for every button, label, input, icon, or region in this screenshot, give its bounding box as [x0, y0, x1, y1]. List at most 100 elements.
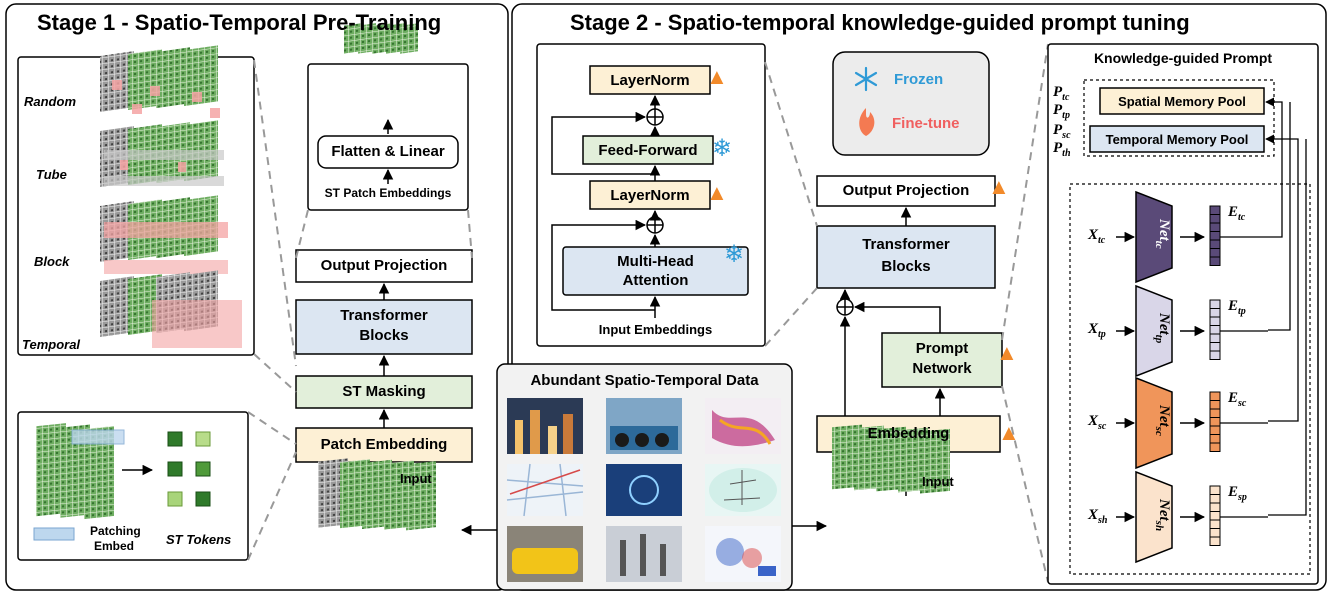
stage2-input-stack [832, 424, 950, 494]
flatten-linear-box [317, 135, 459, 169]
stage2-transformer-label-1: Transformer [862, 236, 950, 253]
net-output-label: Etp [1228, 298, 1246, 317]
masking-block-stack [100, 195, 228, 274]
embedding-cell [1209, 485, 1221, 495]
net-name-label: Netsc [1153, 405, 1172, 436]
net-block [1135, 190, 1173, 284]
embedding-cell [1209, 248, 1221, 258]
st-tokens-label: ST Tokens [166, 532, 232, 547]
flatten-linear-label: Flatten & Linear [331, 143, 445, 160]
detail-layernorm-top-box [589, 65, 711, 95]
p-label-tp: Ptp [1053, 102, 1070, 121]
embedding-cell [1209, 536, 1221, 546]
mha-snowflake-icon: ❄ [724, 241, 745, 268]
data-panel-title: Abundant Spatio-Temporal Data [530, 372, 759, 389]
embedding-cell [1209, 434, 1221, 444]
masking-label-random: Random [24, 94, 76, 109]
net-name-label: Nettp [1153, 313, 1172, 344]
stage1-transformer-label-1: Transformer [340, 307, 428, 324]
embedding-cell [1209, 342, 1221, 352]
prompt-panel-title: Knowledge-guided Prompt [1093, 50, 1273, 66]
net-input-label: Xtp [1088, 321, 1106, 340]
embedding-cell [1209, 308, 1221, 318]
embedding-cell [1209, 494, 1221, 504]
masking-random-stack [100, 45, 220, 118]
spatial-memory-pool-box [1099, 87, 1265, 115]
embedding-cell [1209, 325, 1221, 335]
layernorm-top-flame-icon: ▲ [706, 64, 728, 89]
patching-embed-label-1: Patching [90, 524, 141, 538]
feedforward-snowflake-icon: ❄ [712, 135, 733, 162]
embedding-cell [1209, 400, 1221, 410]
net-input-label: Xsc [1088, 413, 1107, 432]
prompt-network-label-2: Network [912, 360, 972, 377]
embedding-cell [1209, 425, 1221, 435]
temporal-memory-pool-box [1089, 125, 1265, 153]
p-label-sc: Psc [1053, 122, 1071, 141]
masking-label-temporal: Temporal [22, 337, 81, 352]
embedding-cell [1209, 528, 1221, 538]
stage2-title: Stage 2 - Spatio-temporal knowledge-guid… [570, 10, 1190, 35]
legend-frozen-label: Frozen [894, 71, 944, 88]
p-label-th: Pth [1053, 140, 1071, 159]
embedding-cell [1209, 222, 1221, 232]
stage1-output-projection-label: Output Projection [320, 257, 448, 274]
data-thumbnails [506, 398, 781, 582]
embedding-cell [1209, 350, 1221, 360]
net-name-label: Netsh [1153, 499, 1172, 532]
embedding-cell [1209, 511, 1221, 521]
temporal-memory-pool-label: Temporal Memory Pool [1105, 132, 1249, 147]
stage1-output-projection-box [295, 249, 473, 283]
net-output-label: Etc [1228, 204, 1246, 223]
embedding-cell [1209, 299, 1221, 309]
input-embeddings-label: Input Embeddings [598, 322, 713, 337]
legend-finetune-label: Fine-tune [892, 115, 960, 132]
st-masking-label: ST Masking [342, 383, 426, 400]
net-input-label: Xtc [1088, 227, 1106, 246]
prompt-network-label-1: Prompt [915, 340, 969, 357]
flame-icon [859, 108, 875, 136]
embedding-cell [1209, 231, 1221, 241]
detail-layernorm-bottom-box [589, 180, 711, 210]
stage2-output-projection-label: Output Projection [842, 182, 970, 199]
embedding-cell [1209, 408, 1221, 418]
patch-embedding-box [295, 427, 473, 463]
snowflake-icon [854, 66, 878, 92]
stage1-input-label: Input [400, 471, 432, 486]
net-block [1135, 376, 1173, 470]
net-name-label: Nettc [1153, 219, 1172, 249]
stage2-frame [511, 3, 1327, 591]
stage1-transformer-label-2: Blocks [359, 327, 409, 344]
masking-temporal-stack [100, 270, 242, 348]
stage1-transformer-box [295, 299, 473, 355]
embedding-cell [1209, 316, 1221, 326]
embedding-cell [1209, 333, 1221, 343]
detail-layernorm-top-label: LayerNorm [610, 72, 690, 89]
embedding-flame-icon: ▲ [998, 420, 1020, 445]
stage1-title: Stage 1 - Spatio-Temporal Pre-Training [37, 10, 442, 35]
embedding-cell [1209, 502, 1221, 512]
embedding-cell [1209, 417, 1221, 427]
net-block [1135, 470, 1173, 564]
patching-embed-label-2: Embed [94, 539, 135, 553]
embedding-cell [1209, 391, 1221, 401]
embedding-cell [1209, 214, 1221, 224]
patching-embed-swatch [33, 527, 75, 541]
embedding-cell [1209, 239, 1221, 249]
embedding-cell [1209, 519, 1221, 529]
stage2-transformer-label-2: Blocks [881, 258, 931, 275]
prompt-network-flame-icon: ▲ [996, 340, 1018, 365]
embedding-cell [1209, 205, 1221, 215]
detail-mha-label-2: Attention [622, 272, 689, 289]
prompt-panel [1047, 43, 1319, 585]
st-masking-box [295, 375, 473, 409]
stage2-input-label: Input [922, 474, 954, 489]
detail-mha-label-1: Multi-Head [617, 253, 694, 270]
detail-layernorm-bottom-label: LayerNorm [610, 187, 690, 204]
stage1-frame [5, 3, 509, 591]
p-label-tc: Ptc [1053, 84, 1070, 103]
net-input-label: Xsh [1088, 507, 1108, 526]
spatial-memory-pool-label: Spatial Memory Pool [1118, 94, 1246, 109]
embedding-cell [1209, 256, 1221, 266]
